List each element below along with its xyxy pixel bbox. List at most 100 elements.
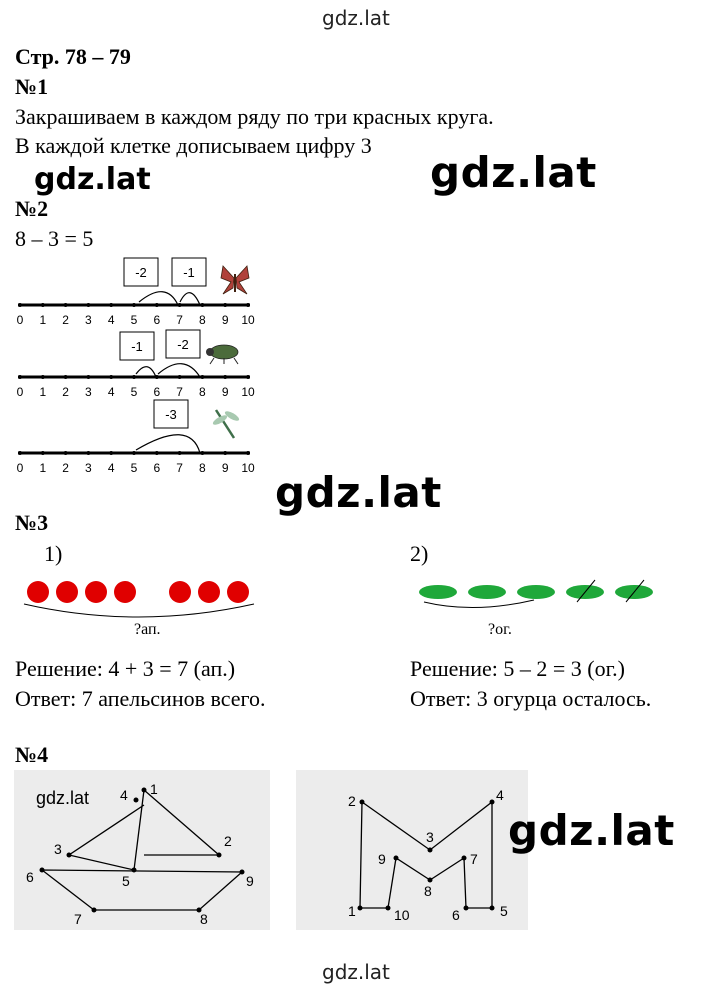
- watermark-big-right: gdz.lat: [430, 148, 597, 197]
- tick-label: 1: [39, 313, 46, 327]
- cucumber-oval: [419, 585, 457, 599]
- cross-out-line: [576, 579, 596, 603]
- orange-circle: [227, 581, 249, 603]
- tick-label: 3: [85, 385, 92, 399]
- task3-part1-label: 1): [44, 541, 63, 566]
- cucumbers-figure: [419, 579, 653, 609]
- task3-part2-label: 2): [410, 541, 429, 566]
- tick-label: 8: [199, 461, 206, 475]
- task3-part2-caption: ?ог.: [488, 621, 512, 638]
- step-box: [165, 329, 201, 359]
- tick-mark: [86, 375, 91, 379]
- tick-label: 3: [85, 313, 92, 327]
- tick-label: 5: [131, 313, 138, 327]
- svg-text:2: 2: [348, 793, 356, 809]
- orange-circle: [56, 581, 78, 603]
- svg-text:3: 3: [426, 829, 434, 845]
- svg-text:8: 8: [200, 911, 208, 927]
- tick-mark: [223, 375, 228, 379]
- svg-text:9: 9: [246, 873, 254, 889]
- tick-mark: [63, 451, 68, 455]
- tick-mark: [223, 303, 228, 307]
- watermark-big-center: gdz.lat: [275, 468, 442, 517]
- tick-label: 0: [17, 461, 24, 475]
- watermark-big-bottom-right: gdz.lat: [508, 806, 675, 855]
- tick-mark: [246, 303, 250, 307]
- tick-mark: [132, 375, 136, 379]
- tick-mark: [109, 375, 114, 379]
- tick-mark: [109, 451, 114, 455]
- orange-circle: [85, 581, 107, 603]
- tick-label: 7: [176, 313, 183, 327]
- task2-number: №2: [15, 196, 49, 221]
- tick-label: 9: [222, 313, 229, 327]
- tick-label: 6: [153, 461, 160, 475]
- step-box-label: -1: [183, 265, 195, 280]
- task3-part1-caption: ?ап.: [134, 621, 161, 638]
- task1-line1: Закрашиваем в каждом ряду по три красных…: [15, 104, 494, 129]
- svg-text:8: 8: [424, 883, 432, 899]
- tick-mark: [18, 303, 22, 307]
- task2-equation: 8 – 3 = 5: [15, 226, 94, 251]
- tick-mark: [63, 375, 68, 379]
- tick-label: 3: [85, 461, 92, 475]
- brace-arc: [23, 603, 255, 618]
- tick-mark: [223, 451, 228, 455]
- tick-label: 5: [131, 461, 138, 475]
- svg-text:10: 10: [394, 907, 410, 923]
- watermark-top: gdz.lat: [322, 6, 390, 30]
- svg-text:1: 1: [348, 903, 356, 919]
- step-box: [171, 257, 207, 287]
- tick-label: 8: [199, 313, 206, 327]
- tick-mark: [246, 375, 250, 379]
- step-box: [153, 399, 189, 429]
- tick-label: 6: [153, 313, 160, 327]
- tick-mark: [177, 303, 182, 307]
- tick-mark: [177, 375, 182, 379]
- tick-label: 6: [153, 385, 160, 399]
- tick-mark: [63, 303, 68, 307]
- brace-arc: [423, 599, 535, 609]
- tick-mark: [200, 451, 205, 455]
- tick-mark: [86, 303, 91, 307]
- svg-text:3: 3: [54, 841, 62, 857]
- tick-mark: [109, 303, 114, 307]
- task3-part2-answer: Ответ: 3 огурца осталось.: [410, 686, 652, 711]
- svg-text:5: 5: [500, 903, 508, 919]
- dot-figure-boat: 1 2 3 4 5 6 7 8 9 gdz.lat: [14, 770, 270, 930]
- svg-text:6: 6: [26, 869, 34, 885]
- beetle-icon: [206, 344, 239, 365]
- tick-mark: [40, 303, 45, 307]
- tick-mark: [40, 451, 45, 455]
- tick-label: 2: [62, 461, 69, 475]
- task1-line2: В каждой клетке дописываем цифру 3: [15, 133, 372, 158]
- tick-label: 7: [176, 385, 183, 399]
- tick-label: 4: [108, 313, 115, 327]
- task3-part1-solution: Решение: 4 + 3 = 7 (ап.): [15, 656, 236, 681]
- step-box: [123, 257, 159, 287]
- tick-label: 10: [241, 313, 255, 327]
- jump-arc: [157, 363, 201, 378]
- tick-label: 9: [222, 461, 229, 475]
- tick-label: 1: [39, 385, 46, 399]
- step-box: [119, 331, 155, 361]
- tick-label: 10: [241, 461, 255, 475]
- orange-circle: [27, 581, 49, 603]
- tick-label: 5: [131, 385, 138, 399]
- svg-text:6: 6: [452, 907, 460, 923]
- tick-label: 4: [108, 385, 115, 399]
- step-box-label: -2: [177, 337, 189, 352]
- svg-text:1: 1: [150, 781, 158, 797]
- svg-text:2: 2: [224, 833, 232, 849]
- svg-text:9: 9: [378, 851, 386, 867]
- tick-label: 7: [176, 461, 183, 475]
- task3-part2-solution: Решение: 5 – 2 = 3 (ог.): [410, 656, 625, 681]
- watermark-small: gdz.lat: [36, 788, 89, 808]
- svg-text:4: 4: [496, 787, 504, 803]
- task1-number: №1: [15, 74, 49, 99]
- orange-circle: [114, 581, 136, 603]
- tick-label: 0: [17, 385, 24, 399]
- dragonfly-icon: [212, 409, 240, 439]
